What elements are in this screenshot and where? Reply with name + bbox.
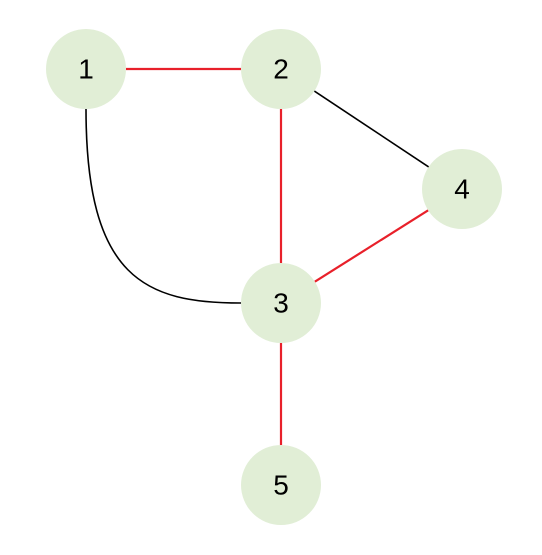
node-2-label: 2 [273,54,289,85]
node-3-label: 3 [273,288,289,319]
node-1-circle [46,29,126,109]
node-5: 5 [241,445,321,525]
node-2: 2 [241,29,321,109]
node-4-circle [422,149,502,229]
edge-2-4 [313,90,430,168]
node-4-label: 4 [454,174,470,205]
node-1: 1 [46,29,126,109]
edge-1-3 [85,108,242,304]
node-2-circle [241,29,321,109]
node-3-circle [241,263,321,343]
nodes-layer: 1 2 3 4 5 [46,29,502,525]
edges-layer [85,67,430,445]
node-1-label: 1 [78,54,94,85]
node-5-circle [241,445,321,525]
edge-4-3 [314,209,429,283]
node-3: 3 [241,263,321,343]
node-5-label: 5 [273,470,289,501]
node-4: 4 [422,149,502,229]
